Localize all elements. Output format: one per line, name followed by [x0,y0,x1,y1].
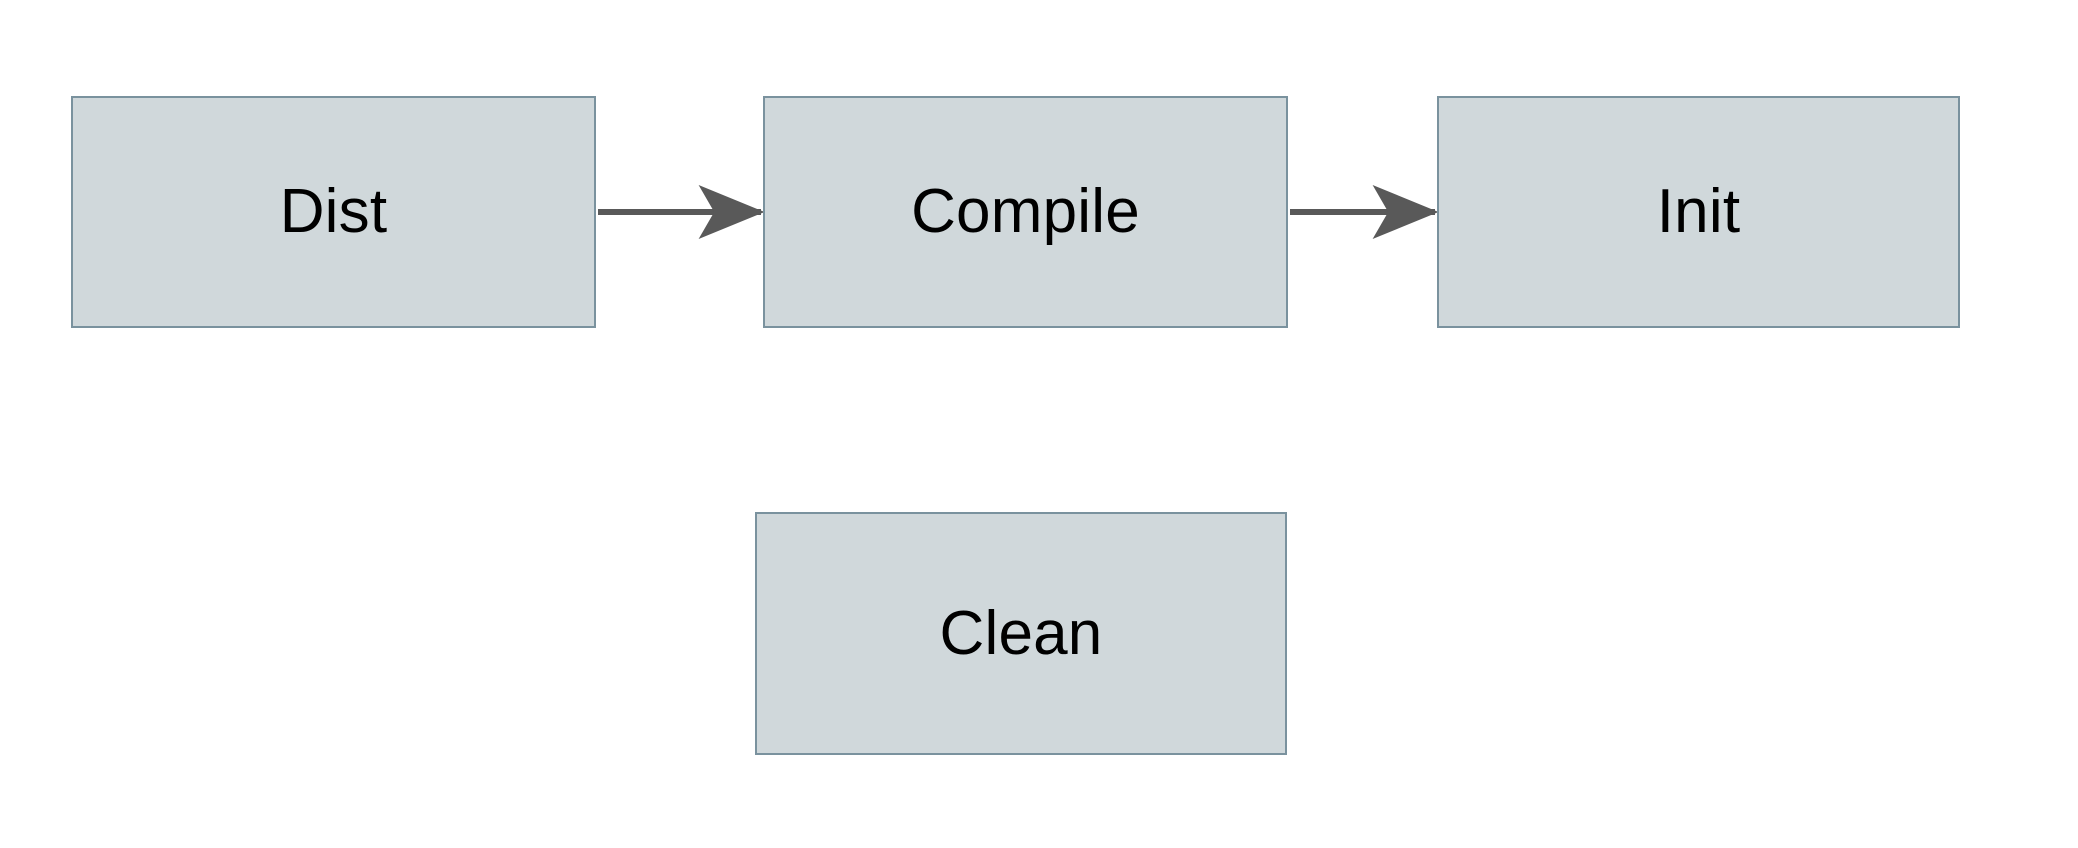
node-compile[interactable]: Compile [763,96,1288,328]
node-label-dist: Dist [279,177,388,246]
node-clean[interactable]: Clean [755,512,1287,755]
node-dist[interactable]: Dist [71,96,596,328]
node-label-clean: Clean [939,598,1103,668]
node-init[interactable]: Init [1437,96,1960,328]
node-label-init: Init [1656,177,1741,246]
node-label-compile: Compile [911,177,1140,246]
